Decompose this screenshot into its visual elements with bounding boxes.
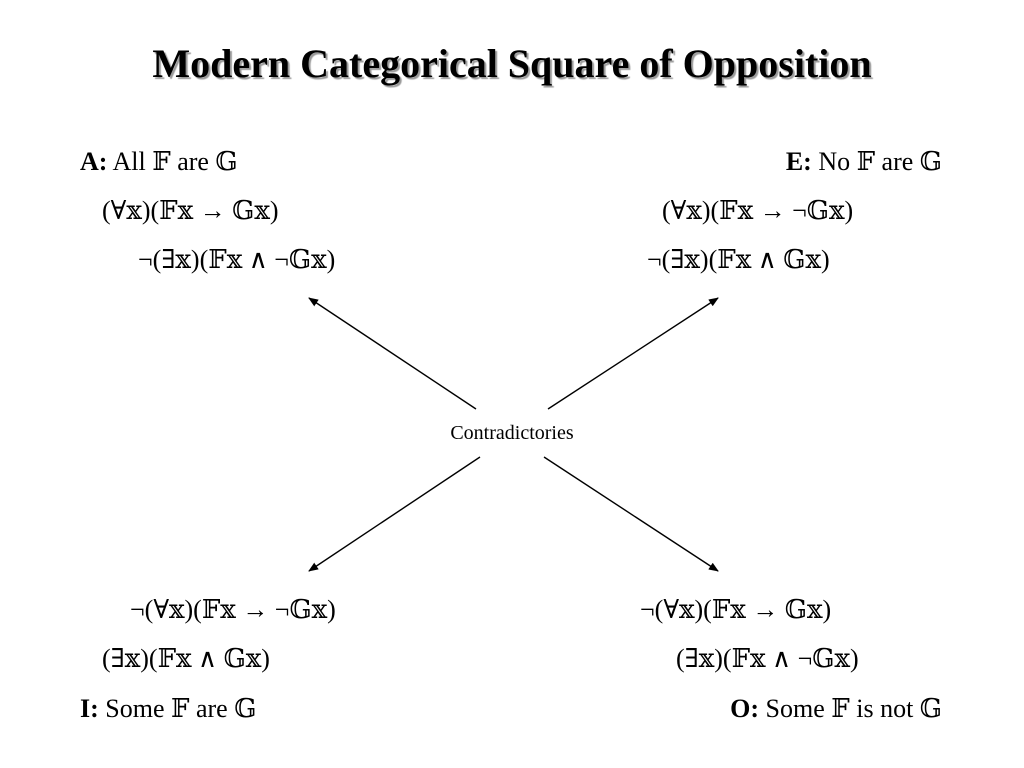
a-formula-existential: ¬(∃𝕩)(𝔽𝕩 ∧ ¬𝔾𝕩) <box>138 245 336 274</box>
i-statement: I: Some 𝔽 are 𝔾 <box>80 693 256 725</box>
arrow-to-a <box>308 297 477 410</box>
i-prefix: I: <box>80 694 99 723</box>
arrow-to-e <box>547 297 719 410</box>
a-prefix: A: <box>80 147 108 176</box>
a-statement-text: All 𝔽 are 𝔾 <box>112 147 238 176</box>
a-statement: A: All 𝔽 are 𝔾 <box>80 146 238 178</box>
i-formula-existential: (∃𝕩)(𝔽𝕩 ∧ 𝔾𝕩) <box>102 644 270 673</box>
contradictories-label: Contradictories <box>450 422 574 444</box>
o-prefix: O: <box>730 694 760 723</box>
e-prefix: E: <box>785 147 812 176</box>
o-statement-text: Some 𝔽 is not 𝔾 <box>765 694 942 723</box>
e-statement: E: No 𝔽 are 𝔾 <box>786 146 942 178</box>
a-formula-universal: (∀𝕩)(𝔽𝕩 → 𝔾𝕩) <box>102 196 279 225</box>
i-statement-text: Some 𝔽 are 𝔾 <box>105 694 257 723</box>
o-statement: O: Some 𝔽 is not 𝔾 <box>730 693 942 725</box>
e-statement-text: No 𝔽 are 𝔾 <box>818 147 942 176</box>
slide-title: Modern Categorical Square of Opposition <box>152 41 872 86</box>
o-formula-universal: ¬(∀𝕩)(𝔽𝕩 → 𝔾𝕩) <box>640 595 832 624</box>
arrow-to-o <box>543 456 719 572</box>
e-formula-universal: (∀𝕩)(𝔽𝕩 → ¬𝔾𝕩) <box>662 196 854 225</box>
arrow-to-i <box>308 456 481 572</box>
e-formula-existential: ¬(∃𝕩)(𝔽𝕩 ∧ 𝔾𝕩) <box>647 245 830 274</box>
o-formula-existential: (∃𝕩)(𝔽𝕩 ∧ ¬𝔾𝕩) <box>676 644 859 673</box>
i-formula-universal: ¬(∀𝕩)(𝔽𝕩 → ¬𝔾𝕩) <box>130 595 336 624</box>
